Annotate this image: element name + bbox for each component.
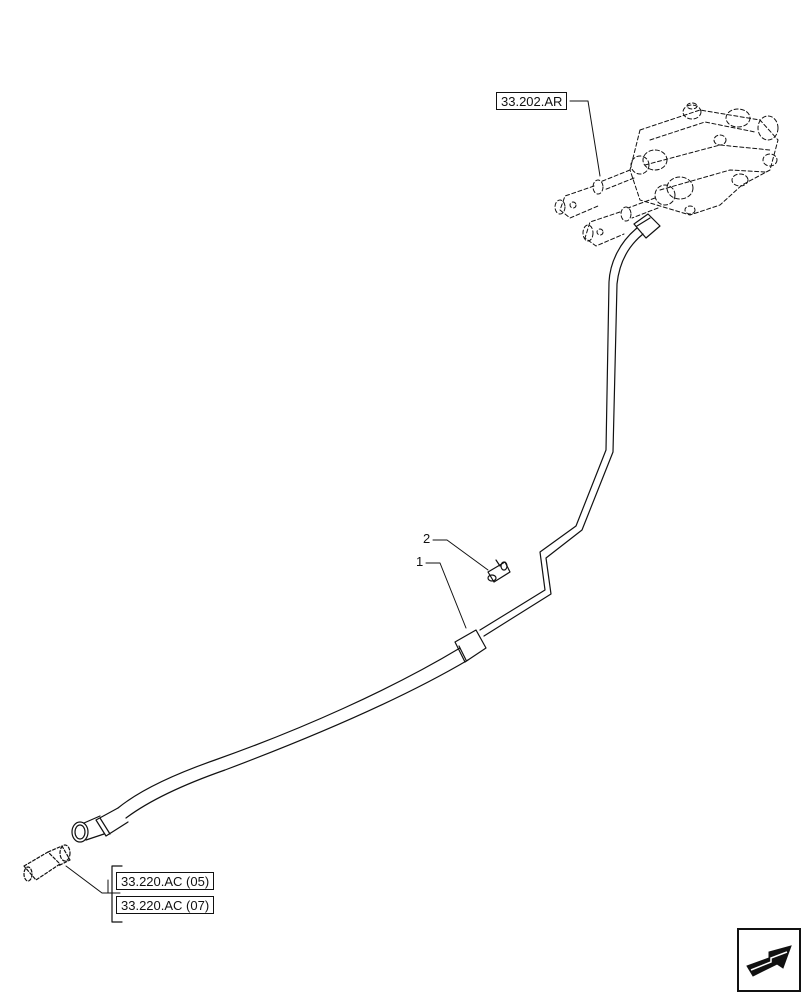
reference-bracket: [111, 865, 123, 923]
callout-item-1: 1: [416, 554, 424, 569]
valve-reference-box[interactable]: 33.202.AR: [496, 92, 568, 110]
callout-item-2: 2: [423, 531, 431, 546]
arrow-next-page-icon: [746, 945, 792, 977]
control-valve-assembly: [554, 102, 779, 247]
coupler-reference-box-05[interactable]: 33.220.AC (05): [116, 872, 215, 890]
bleed-fitting: [487, 559, 511, 583]
quick-coupler: [23, 844, 71, 882]
leader-lines: [65, 100, 601, 894]
hydraulic-hose: [71, 629, 487, 843]
next-page-button[interactable]: [737, 928, 801, 992]
coupler-reference-box-07[interactable]: 33.220.AC (07): [116, 896, 215, 914]
hydraulic-pipe: [479, 213, 661, 637]
